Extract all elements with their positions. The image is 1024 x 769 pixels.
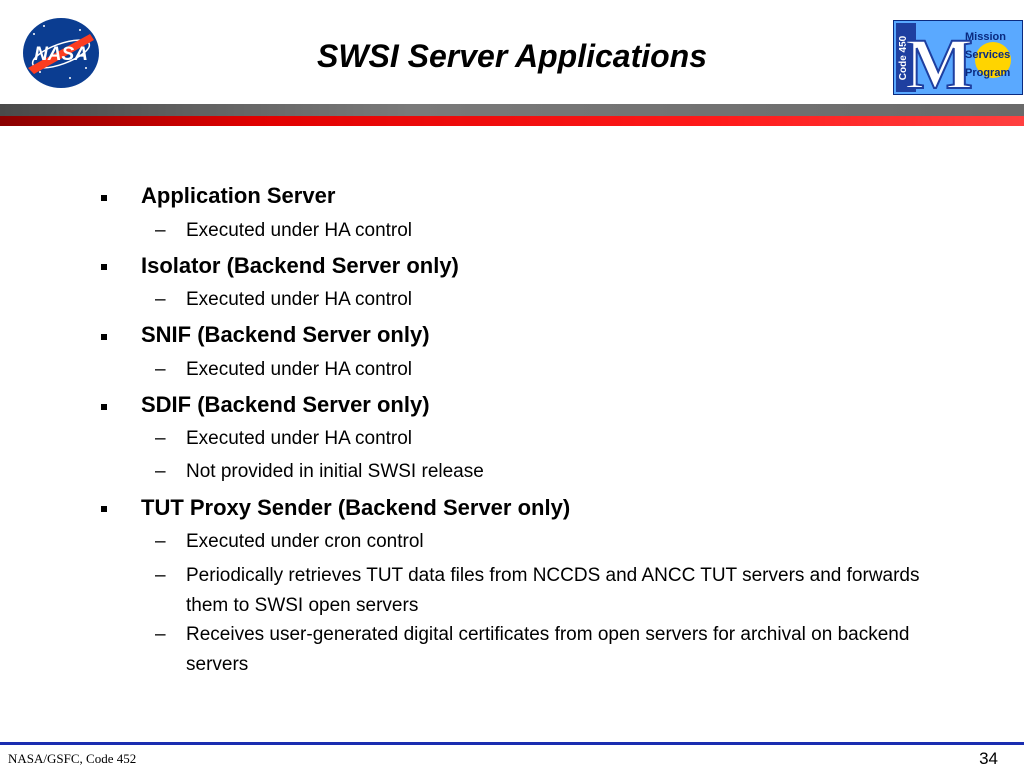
dash-marker: – xyxy=(155,289,166,310)
bullet-marker xyxy=(101,506,107,512)
dash-marker: – xyxy=(155,565,166,586)
bullet-marker xyxy=(101,195,107,201)
page-number: 34 xyxy=(979,749,998,768)
dash-marker: – xyxy=(155,624,166,645)
bullet-marker xyxy=(101,404,107,410)
sub-bullet: Executed under HA control xyxy=(186,359,413,380)
msp-line-3: Program xyxy=(965,67,1010,79)
dash-marker: – xyxy=(155,428,166,449)
dash-marker: – xyxy=(155,461,166,482)
dash-marker: – xyxy=(155,220,166,241)
footer-organization: NASA/GSFC, Code 452 xyxy=(8,751,137,766)
bullet-marker xyxy=(101,264,107,270)
sub-bullet: Executed under HA control xyxy=(186,428,413,449)
sub-bullet: Receives user-generated digital certific… xyxy=(186,624,910,675)
footer-divider xyxy=(0,742,1024,745)
dash-marker: – xyxy=(155,359,166,380)
sub-bullet: Executed under cron control xyxy=(186,531,424,552)
page-title: SWSI Server Applications xyxy=(316,38,708,74)
msp-letter: M xyxy=(905,24,973,95)
mission-services-program-logo: Code 450 M Mission Services Program xyxy=(893,20,1023,95)
bullet-label: Application Server xyxy=(141,183,336,208)
sub-bullet: Periodically retrieves TUT data files fr… xyxy=(186,565,920,616)
bullet-label: TUT Proxy Sender (Backend Server only) xyxy=(141,495,571,520)
header-gray-bar xyxy=(0,104,1024,116)
msp-code-text: Code 450 xyxy=(898,35,909,80)
dash-marker: – xyxy=(155,531,166,552)
sub-bullet: Executed under HA control xyxy=(186,220,413,241)
nasa-logo-text: NASA xyxy=(34,44,88,65)
bullet-label: SNIF (Backend Server only) xyxy=(141,322,430,347)
bullet-marker xyxy=(101,334,107,340)
header-red-bar xyxy=(0,116,1024,126)
sub-bullet: Executed under HA control xyxy=(186,289,413,310)
nasa-logo: NASA xyxy=(23,18,99,88)
msp-line-2: Services xyxy=(965,49,1010,61)
slide-body: Application Server – Executed under HA c… xyxy=(101,183,920,675)
bullet-label: Isolator (Backend Server only) xyxy=(141,253,459,278)
sub-bullet: Not provided in initial SWSI release xyxy=(186,461,484,482)
bullet-label: SDIF (Backend Server only) xyxy=(141,392,430,417)
msp-line-1: Mission xyxy=(965,31,1006,43)
